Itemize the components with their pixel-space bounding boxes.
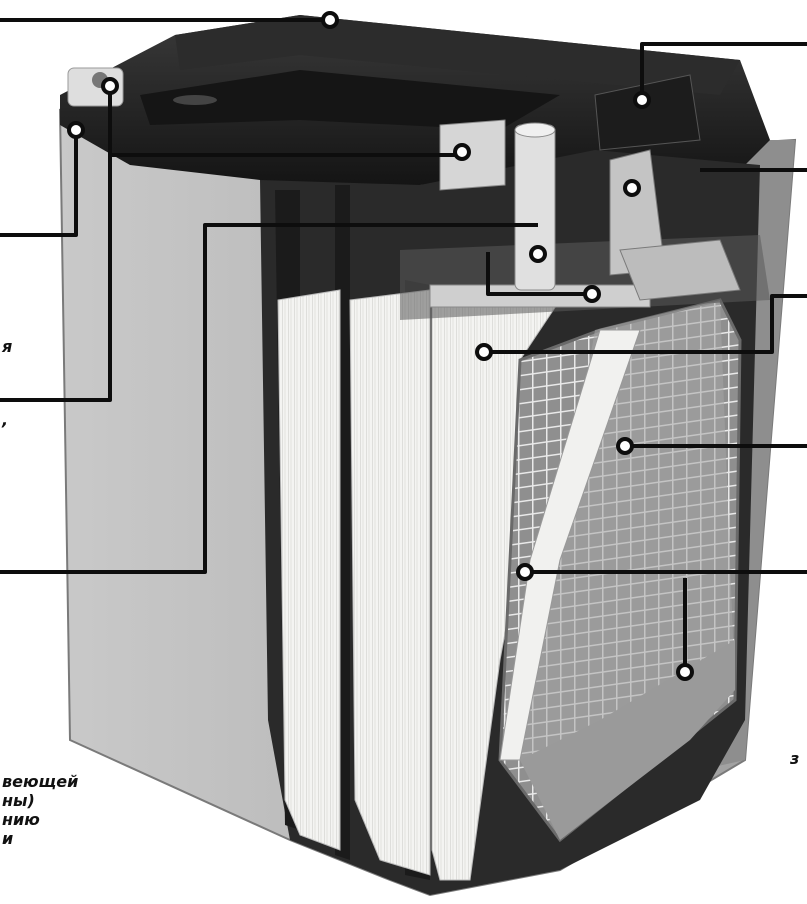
label-right-fragment: з: [789, 749, 799, 768]
callout-dots: [67, 11, 694, 681]
callout-line-left-terminal: [0, 130, 78, 237]
label-bottom-left-line3: нию: [2, 810, 40, 829]
callout-line-post: [486, 252, 592, 296]
callout-lines: [0, 18, 807, 672]
callout-dot-electrolyte: [676, 663, 694, 681]
callout-line-plate: [484, 294, 807, 354]
label-bottom-left-line4: и: [2, 829, 13, 848]
connectors: [400, 74, 770, 320]
callout-line-strap: [0, 223, 538, 574]
callout-dot-connector: [453, 143, 471, 161]
label-left-fragment-a: я: [1, 337, 12, 356]
callout-dot-post: [583, 285, 601, 303]
label-left-fragment-b: ,: [1, 410, 8, 429]
callout-dot-strap: [529, 245, 547, 263]
callout-dot-case: [623, 179, 641, 197]
label-bottom-left-line2: ны): [2, 791, 35, 810]
label-bottom-left-line1: веющей: [2, 772, 78, 791]
callout-dot-left-terminal: [67, 121, 85, 139]
callout-dot-lid: [321, 11, 339, 29]
plate-stacks: [277, 289, 561, 881]
callout-dot-grid: [616, 437, 634, 455]
callout-dot-vent: [633, 91, 651, 109]
callout-line-vent: [640, 42, 807, 100]
callout-line-left-fragment: [0, 86, 112, 402]
callout-dot-left-terminal-top: [101, 77, 119, 95]
callout-dot-plate: [475, 343, 493, 361]
callout-dot-separator: [516, 563, 534, 581]
